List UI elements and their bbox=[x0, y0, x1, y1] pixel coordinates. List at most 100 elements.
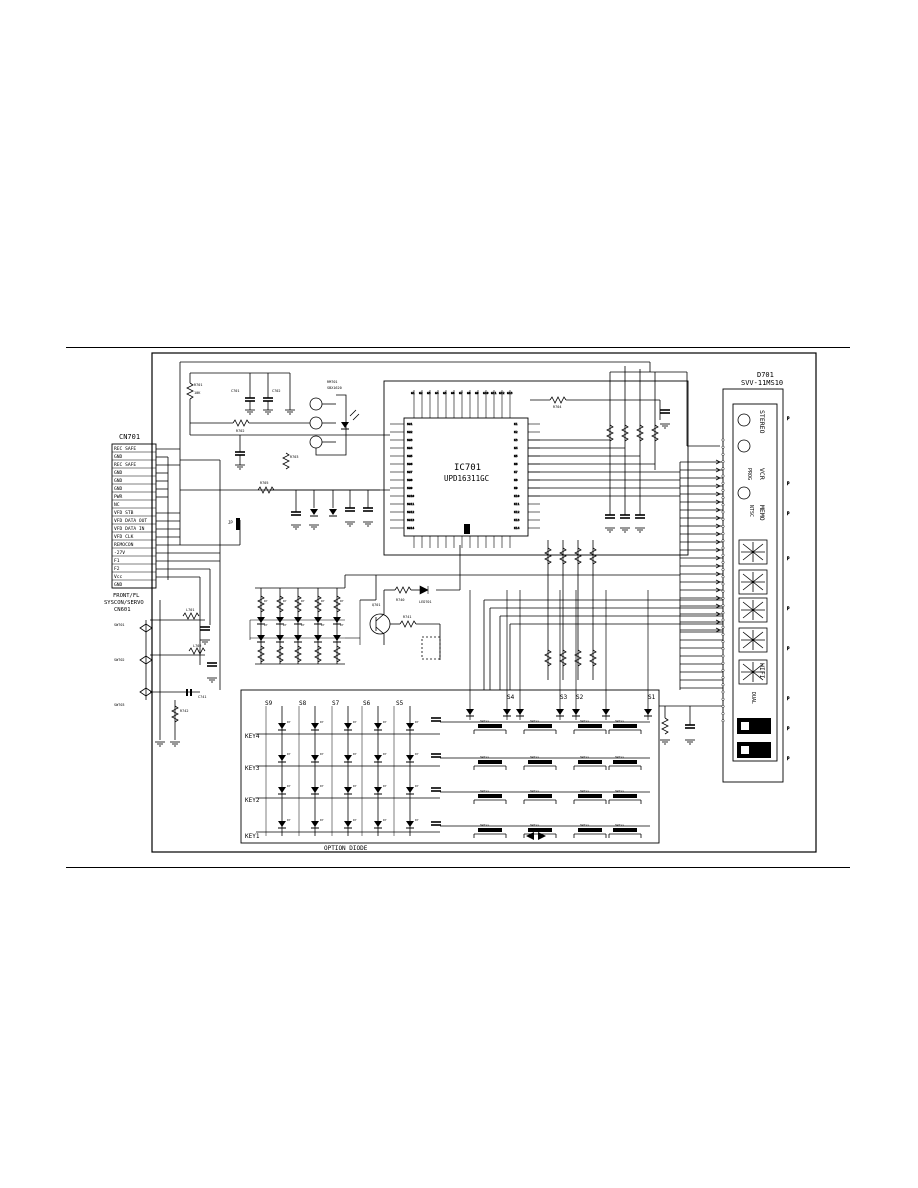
svg-text:K6: K6 bbox=[514, 462, 518, 466]
switch-group-label: S6 bbox=[363, 700, 371, 707]
bottom-rule bbox=[66, 867, 850, 868]
svg-text:LED701: LED701 bbox=[419, 600, 432, 604]
svg-text:G1: G1 bbox=[411, 391, 415, 395]
svg-text:P: P bbox=[787, 606, 790, 611]
key-matrix-frame bbox=[240, 689, 660, 844]
switch-group-labels: S9 S8 S7 S6 S5 S4 S3 S2 S1 bbox=[265, 694, 656, 707]
svg-text:SG6: SG6 bbox=[407, 462, 413, 466]
svg-text:D7: D7 bbox=[415, 818, 419, 822]
svg-text:G9: G9 bbox=[475, 391, 479, 395]
vfd-legend: DUAL bbox=[750, 692, 756, 704]
svg-text:K10: K10 bbox=[514, 494, 520, 498]
svg-text:D7: D7 bbox=[321, 623, 325, 627]
svg-text:C702: C702 bbox=[272, 389, 280, 393]
svg-text:D7: D7 bbox=[415, 784, 419, 788]
connector-pin-label: GND bbox=[114, 486, 123, 492]
svg-text:R741: R741 bbox=[403, 615, 411, 619]
svg-text:D7: D7 bbox=[287, 720, 291, 724]
svg-text:SG7: SG7 bbox=[407, 470, 413, 474]
connector-pin-label: VFD STB bbox=[114, 510, 134, 516]
svg-text:D7: D7 bbox=[415, 720, 419, 724]
svg-text:R704: R704 bbox=[553, 405, 561, 409]
connector-pin-label: GND bbox=[114, 470, 123, 476]
svg-text:JP: JP bbox=[228, 520, 233, 525]
option-diode-label: OPTION DIODE bbox=[324, 845, 368, 852]
connector-ref: CN701 bbox=[119, 433, 140, 441]
svg-text:P: P bbox=[787, 756, 790, 761]
switch-group-label: S1 bbox=[648, 694, 656, 701]
vfd-legend: HIFI bbox=[758, 663, 766, 679]
svg-text:SW701: SW701 bbox=[114, 623, 125, 627]
svg-text:G11: G11 bbox=[491, 391, 497, 395]
svg-text:G3: G3 bbox=[427, 391, 431, 395]
svg-text:D7: D7 bbox=[353, 720, 357, 724]
vfd-legend: VCR bbox=[758, 468, 766, 480]
svg-text:SG10: SG10 bbox=[407, 494, 414, 498]
svg-text:G6: G6 bbox=[451, 391, 455, 395]
vfd-legend: MEMO bbox=[758, 505, 766, 521]
key-row-label: KEY3 bbox=[245, 765, 260, 772]
svg-text:R7: R7 bbox=[264, 599, 268, 603]
svg-text:R7: R7 bbox=[301, 599, 305, 603]
connector-pin-label: VFD CLK bbox=[114, 534, 134, 540]
driver-transistor bbox=[360, 545, 680, 660]
svg-text:SG9: SG9 bbox=[407, 486, 413, 490]
svg-text:SG13: SG13 bbox=[407, 518, 414, 522]
svg-text:K13: K13 bbox=[514, 518, 520, 522]
svg-text:K1: K1 bbox=[514, 422, 518, 426]
svg-text:D7: D7 bbox=[383, 720, 387, 724]
svg-text:R7: R7 bbox=[321, 599, 325, 603]
switch-group-label: S2 bbox=[576, 694, 584, 701]
svg-text:RM701: RM701 bbox=[327, 380, 338, 384]
svg-text:R740: R740 bbox=[396, 598, 404, 602]
svg-text:SW702: SW702 bbox=[114, 658, 125, 662]
connector-pin-label: VFD DATA IN bbox=[114, 526, 145, 532]
connector-pin-label: REC SAFE bbox=[114, 446, 136, 452]
vfd-ref: D701 bbox=[757, 371, 774, 379]
svg-text:K5: K5 bbox=[514, 454, 518, 458]
svg-text:SG14: SG14 bbox=[407, 526, 414, 530]
svg-text:G13: G13 bbox=[507, 391, 513, 395]
svg-text:D7: D7 bbox=[383, 818, 387, 822]
switch-group-label: S7 bbox=[332, 700, 340, 707]
ic-part: UPD16311GC bbox=[444, 474, 489, 483]
svg-text:D7: D7 bbox=[353, 784, 357, 788]
svg-text:L702: L702 bbox=[193, 644, 201, 648]
svg-text:D7: D7 bbox=[283, 623, 287, 627]
connector-pin-label: F1 bbox=[114, 558, 120, 564]
svg-text:D7: D7 bbox=[320, 784, 324, 788]
svg-text:G2: G2 bbox=[419, 391, 423, 395]
svg-text:C741: C741 bbox=[198, 695, 206, 699]
svg-text:G4: G4 bbox=[435, 391, 439, 395]
svg-text:D7: D7 bbox=[301, 623, 305, 627]
switch-group-label: S5 bbox=[396, 700, 404, 707]
svg-text:L701: L701 bbox=[186, 608, 194, 612]
key-row-label: KEY2 bbox=[245, 797, 260, 804]
svg-text:R703: R703 bbox=[290, 455, 298, 459]
svg-text:SG2: SG2 bbox=[407, 430, 413, 434]
connector-caption-3: CN601 bbox=[114, 607, 131, 613]
svg-text:D7: D7 bbox=[287, 784, 291, 788]
svg-text:D7: D7 bbox=[287, 818, 291, 822]
top-rule bbox=[66, 347, 850, 348]
svg-text:SBX1620: SBX1620 bbox=[327, 386, 342, 390]
switch-group-label: S9 bbox=[265, 700, 273, 707]
svg-text:D7: D7 bbox=[353, 818, 357, 822]
svg-text:D7: D7 bbox=[264, 623, 268, 627]
connector-pin-label: GND bbox=[114, 582, 123, 588]
vfd-legend: STEREO bbox=[758, 410, 766, 434]
svg-text:K3: K3 bbox=[514, 438, 518, 442]
svg-text:G7: G7 bbox=[459, 391, 463, 395]
svg-text:D7: D7 bbox=[287, 752, 291, 756]
svg-text:P: P bbox=[787, 726, 790, 731]
svg-text:SG8: SG8 bbox=[407, 478, 413, 482]
svg-text:SG3: SG3 bbox=[407, 438, 413, 442]
switch-group-label: S8 bbox=[299, 700, 307, 707]
